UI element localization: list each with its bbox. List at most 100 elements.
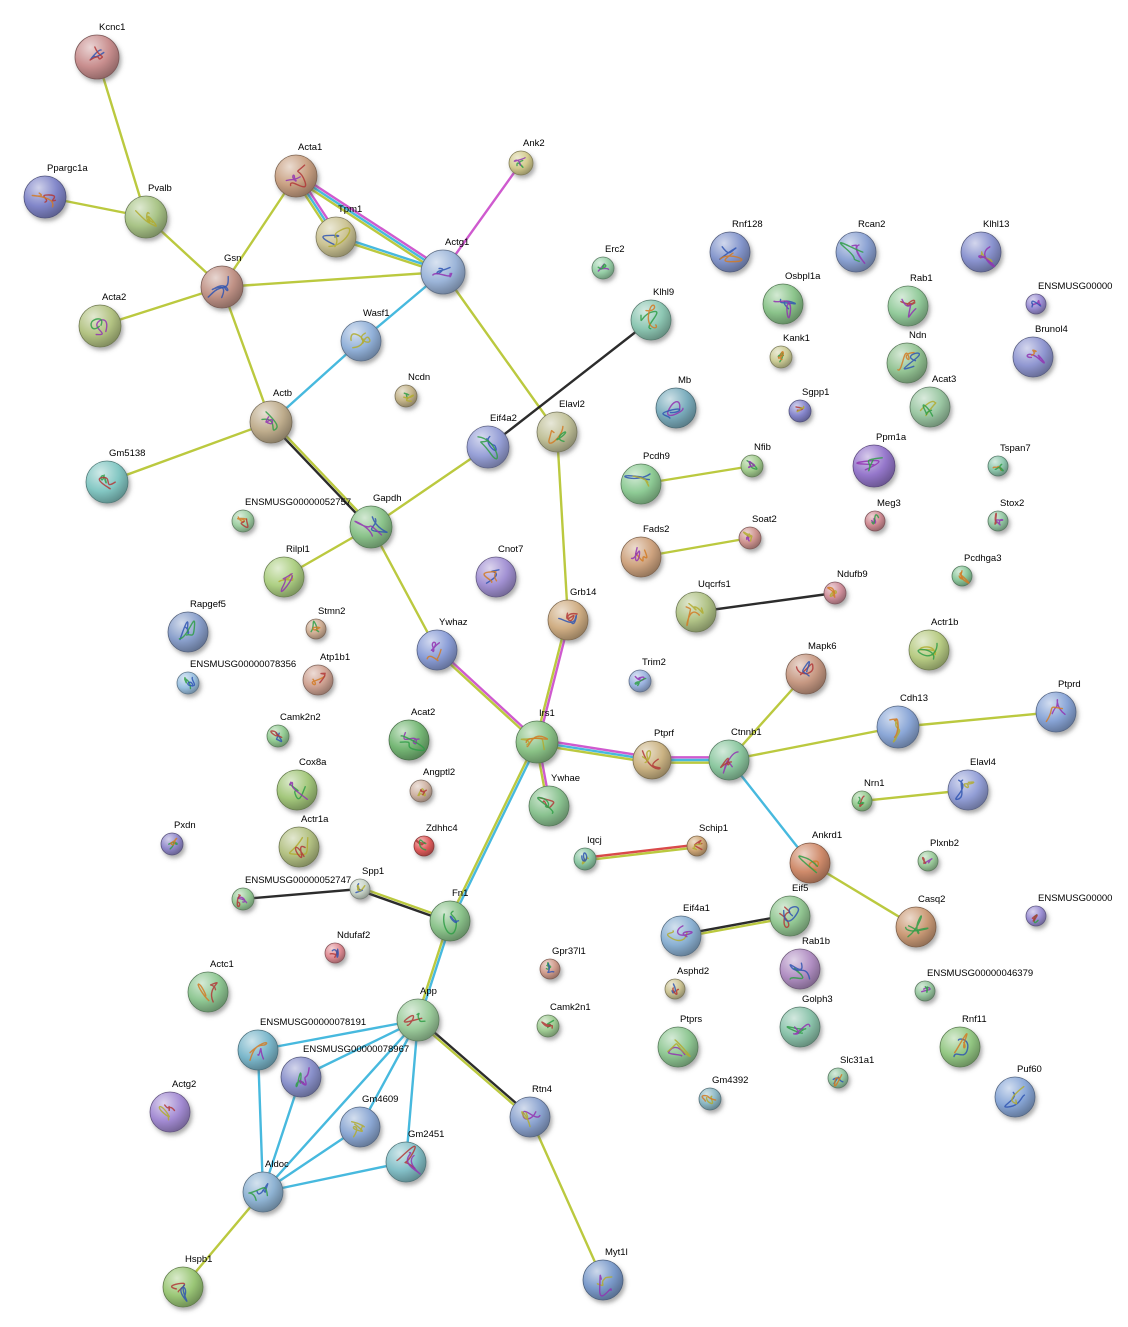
node-Camk2n2[interactable]	[266, 724, 290, 748]
node-Gm2451[interactable]	[385, 1141, 427, 1183]
node-Wasf1[interactable]	[340, 320, 382, 362]
protein-sphere[interactable]	[274, 154, 318, 198]
node-Klhl9[interactable]	[630, 299, 672, 341]
node-Sgpp1[interactable]	[788, 399, 812, 423]
node-Rapgef5[interactable]	[167, 611, 209, 653]
protein-sphere[interactable]	[466, 425, 510, 469]
protein-sphere[interactable]	[340, 320, 382, 362]
node-Cdh13[interactable]	[876, 705, 920, 749]
protein-sphere[interactable]	[660, 915, 702, 957]
protein-sphere[interactable]	[738, 526, 762, 550]
node-Stmn2[interactable]	[305, 618, 327, 640]
node-Cox8a[interactable]	[276, 769, 318, 811]
protein-sphere[interactable]	[278, 826, 320, 868]
edge-App-ENSMUSG00000078191[interactable]	[256, 1018, 420, 1052]
edge-App-Gm2451[interactable]	[404, 1018, 420, 1164]
edge-App-Aldoc[interactable]	[261, 1018, 420, 1194]
node-Asphd2[interactable]	[664, 978, 686, 1000]
edge-Gsn-Actb[interactable]	[220, 285, 273, 424]
node-App[interactable]	[396, 998, 440, 1042]
node-Erc2[interactable]	[591, 256, 615, 280]
node-Ptprs[interactable]	[657, 1026, 699, 1068]
node-Angptl2[interactable]	[409, 779, 433, 803]
protein-sphere[interactable]	[788, 399, 812, 423]
edge-Cdh13-Ptprd[interactable]	[896, 710, 1058, 729]
node-Actr1a[interactable]	[278, 826, 320, 868]
protein-sphere[interactable]	[779, 1006, 821, 1048]
protein-sphere[interactable]	[349, 878, 371, 900]
node-ENSMUSG00000_a[interactable]	[1025, 293, 1047, 315]
node-Ndufaf2[interactable]	[324, 942, 346, 964]
edge-Gapdh-Ywhaz[interactable]	[369, 525, 439, 652]
protein-sphere[interactable]	[420, 249, 466, 295]
node-Ppargc1a[interactable]	[23, 175, 67, 219]
protein-sphere[interactable]	[762, 283, 804, 325]
node-Stox2[interactable]	[987, 510, 1009, 532]
node-Acat3[interactable]	[909, 386, 951, 428]
edge-App-ENSMUSG00000078967[interactable]	[299, 1018, 420, 1079]
node-Spp1[interactable]	[349, 878, 371, 900]
node-Grb14[interactable]	[547, 599, 589, 641]
node-Mapk6[interactable]	[785, 653, 827, 695]
node-Pcdhga3[interactable]	[951, 565, 973, 587]
protein-sphere[interactable]	[324, 942, 346, 964]
protein-sphere[interactable]	[620, 463, 662, 505]
node-Elavl2[interactable]	[536, 411, 578, 453]
node-Hspb1[interactable]	[162, 1266, 204, 1308]
node-Rilpl1[interactable]	[263, 556, 305, 598]
edge-Aldoc-ENSMUSG00000078191[interactable]	[256, 1048, 265, 1194]
node-Uqcrfs1[interactable]	[675, 591, 717, 633]
node-Fads2[interactable]	[620, 536, 662, 578]
node-Brunol4[interactable]	[1012, 336, 1054, 378]
node-Tspan7[interactable]	[987, 455, 1009, 477]
protein-sphere[interactable]	[396, 998, 440, 1042]
node-Nrn1[interactable]	[851, 790, 873, 812]
protein-sphere[interactable]	[536, 411, 578, 453]
node-Ptprf[interactable]	[632, 740, 672, 780]
node-Irs1[interactable]	[515, 720, 559, 764]
protein-sphere[interactable]	[655, 387, 697, 429]
node-Meg3[interactable]	[864, 510, 886, 532]
edge-Eif4a2-Gapdh[interactable]	[369, 445, 490, 529]
node-Ndn[interactable]	[886, 342, 928, 384]
protein-sphere[interactable]	[620, 536, 662, 578]
edge-Ankrd1-Casq2[interactable]	[808, 861, 918, 929]
protein-sphere[interactable]	[947, 769, 989, 811]
protein-sphere[interactable]	[429, 900, 471, 942]
protein-sphere[interactable]	[539, 958, 561, 980]
node-Ppm1a[interactable]	[852, 444, 896, 488]
protein-sphere[interactable]	[242, 1171, 284, 1213]
protein-sphere[interactable]	[187, 971, 229, 1013]
node-Ncdn[interactable]	[394, 384, 418, 408]
protein-sphere[interactable]	[515, 720, 559, 764]
node-Rtn4[interactable]	[509, 1096, 551, 1138]
node-Mb[interactable]	[655, 387, 697, 429]
protein-sphere[interactable]	[632, 740, 672, 780]
node-Eif5[interactable]	[769, 895, 811, 937]
node-Gm5138[interactable]	[85, 460, 129, 504]
protein-sphere[interactable]	[909, 386, 951, 428]
protein-sphere[interactable]	[263, 556, 305, 598]
node-ENSMUSG00000052747[interactable]	[231, 887, 255, 911]
protein-sphere[interactable]	[237, 1029, 279, 1071]
node-Cnot7[interactable]	[475, 556, 517, 598]
node-Kank1[interactable]	[769, 345, 793, 369]
node-Puf60[interactable]	[994, 1076, 1036, 1118]
protein-sphere[interactable]	[1012, 336, 1054, 378]
node-Acat2[interactable]	[388, 719, 430, 761]
node-Gapdh[interactable]	[349, 505, 393, 549]
protein-sphere[interactable]	[630, 299, 672, 341]
edge-Actb-Gm5138[interactable]	[105, 420, 273, 484]
protein-sphere[interactable]	[339, 1106, 381, 1148]
node-Zdhhc4[interactable]	[413, 835, 435, 857]
node-Actr1b[interactable]	[908, 629, 950, 671]
node-Camk2n1[interactable]	[536, 1014, 560, 1038]
edge-Rtn4-Myt1l[interactable]	[528, 1115, 605, 1282]
node-ENSMUSG00000078191[interactable]	[237, 1029, 279, 1071]
edge-Aldoc-Hspb1[interactable]	[181, 1190, 265, 1289]
node-Pvalb[interactable]	[124, 195, 168, 239]
edge-Acta1-Actg1[interactable]	[293, 172, 446, 276]
edge-Ctnnb1-Ankrd1[interactable]	[727, 758, 812, 865]
node-ENSMUSG00000078356[interactable]	[176, 671, 200, 695]
edge-Kcnc1-Pvalb[interactable]	[95, 55, 148, 219]
